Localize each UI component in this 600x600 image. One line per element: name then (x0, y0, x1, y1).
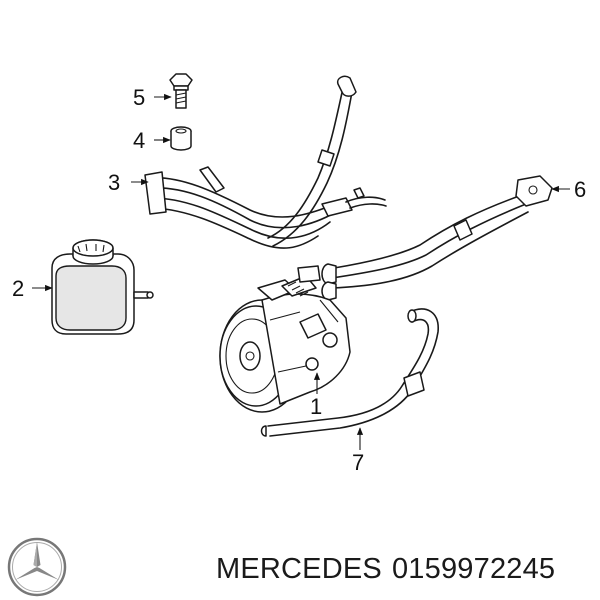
callout-6: 6 (574, 177, 586, 202)
callout-2: 2 (12, 276, 24, 301)
bolt-part (169, 73, 193, 109)
reservoir-part (51, 239, 154, 335)
callout-5: 5 (133, 85, 145, 110)
mercedes-star-logo-icon (7, 537, 67, 597)
part-number: 0159972245 (391, 553, 556, 585)
steering-pump-part (219, 265, 351, 413)
part-caption: MERCEDES 0159972245 (216, 553, 565, 586)
callout-4: 4 (133, 128, 145, 153)
callout-1: 1 (310, 394, 322, 419)
brand-name: MERCEDES (216, 553, 382, 585)
callout-7: 7 (352, 450, 364, 475)
bushing-part (170, 126, 192, 151)
suction-hose-part (260, 308, 439, 437)
pressure-line-part (144, 75, 387, 249)
return-line-part (321, 175, 553, 301)
callout-3: 3 (108, 170, 120, 195)
